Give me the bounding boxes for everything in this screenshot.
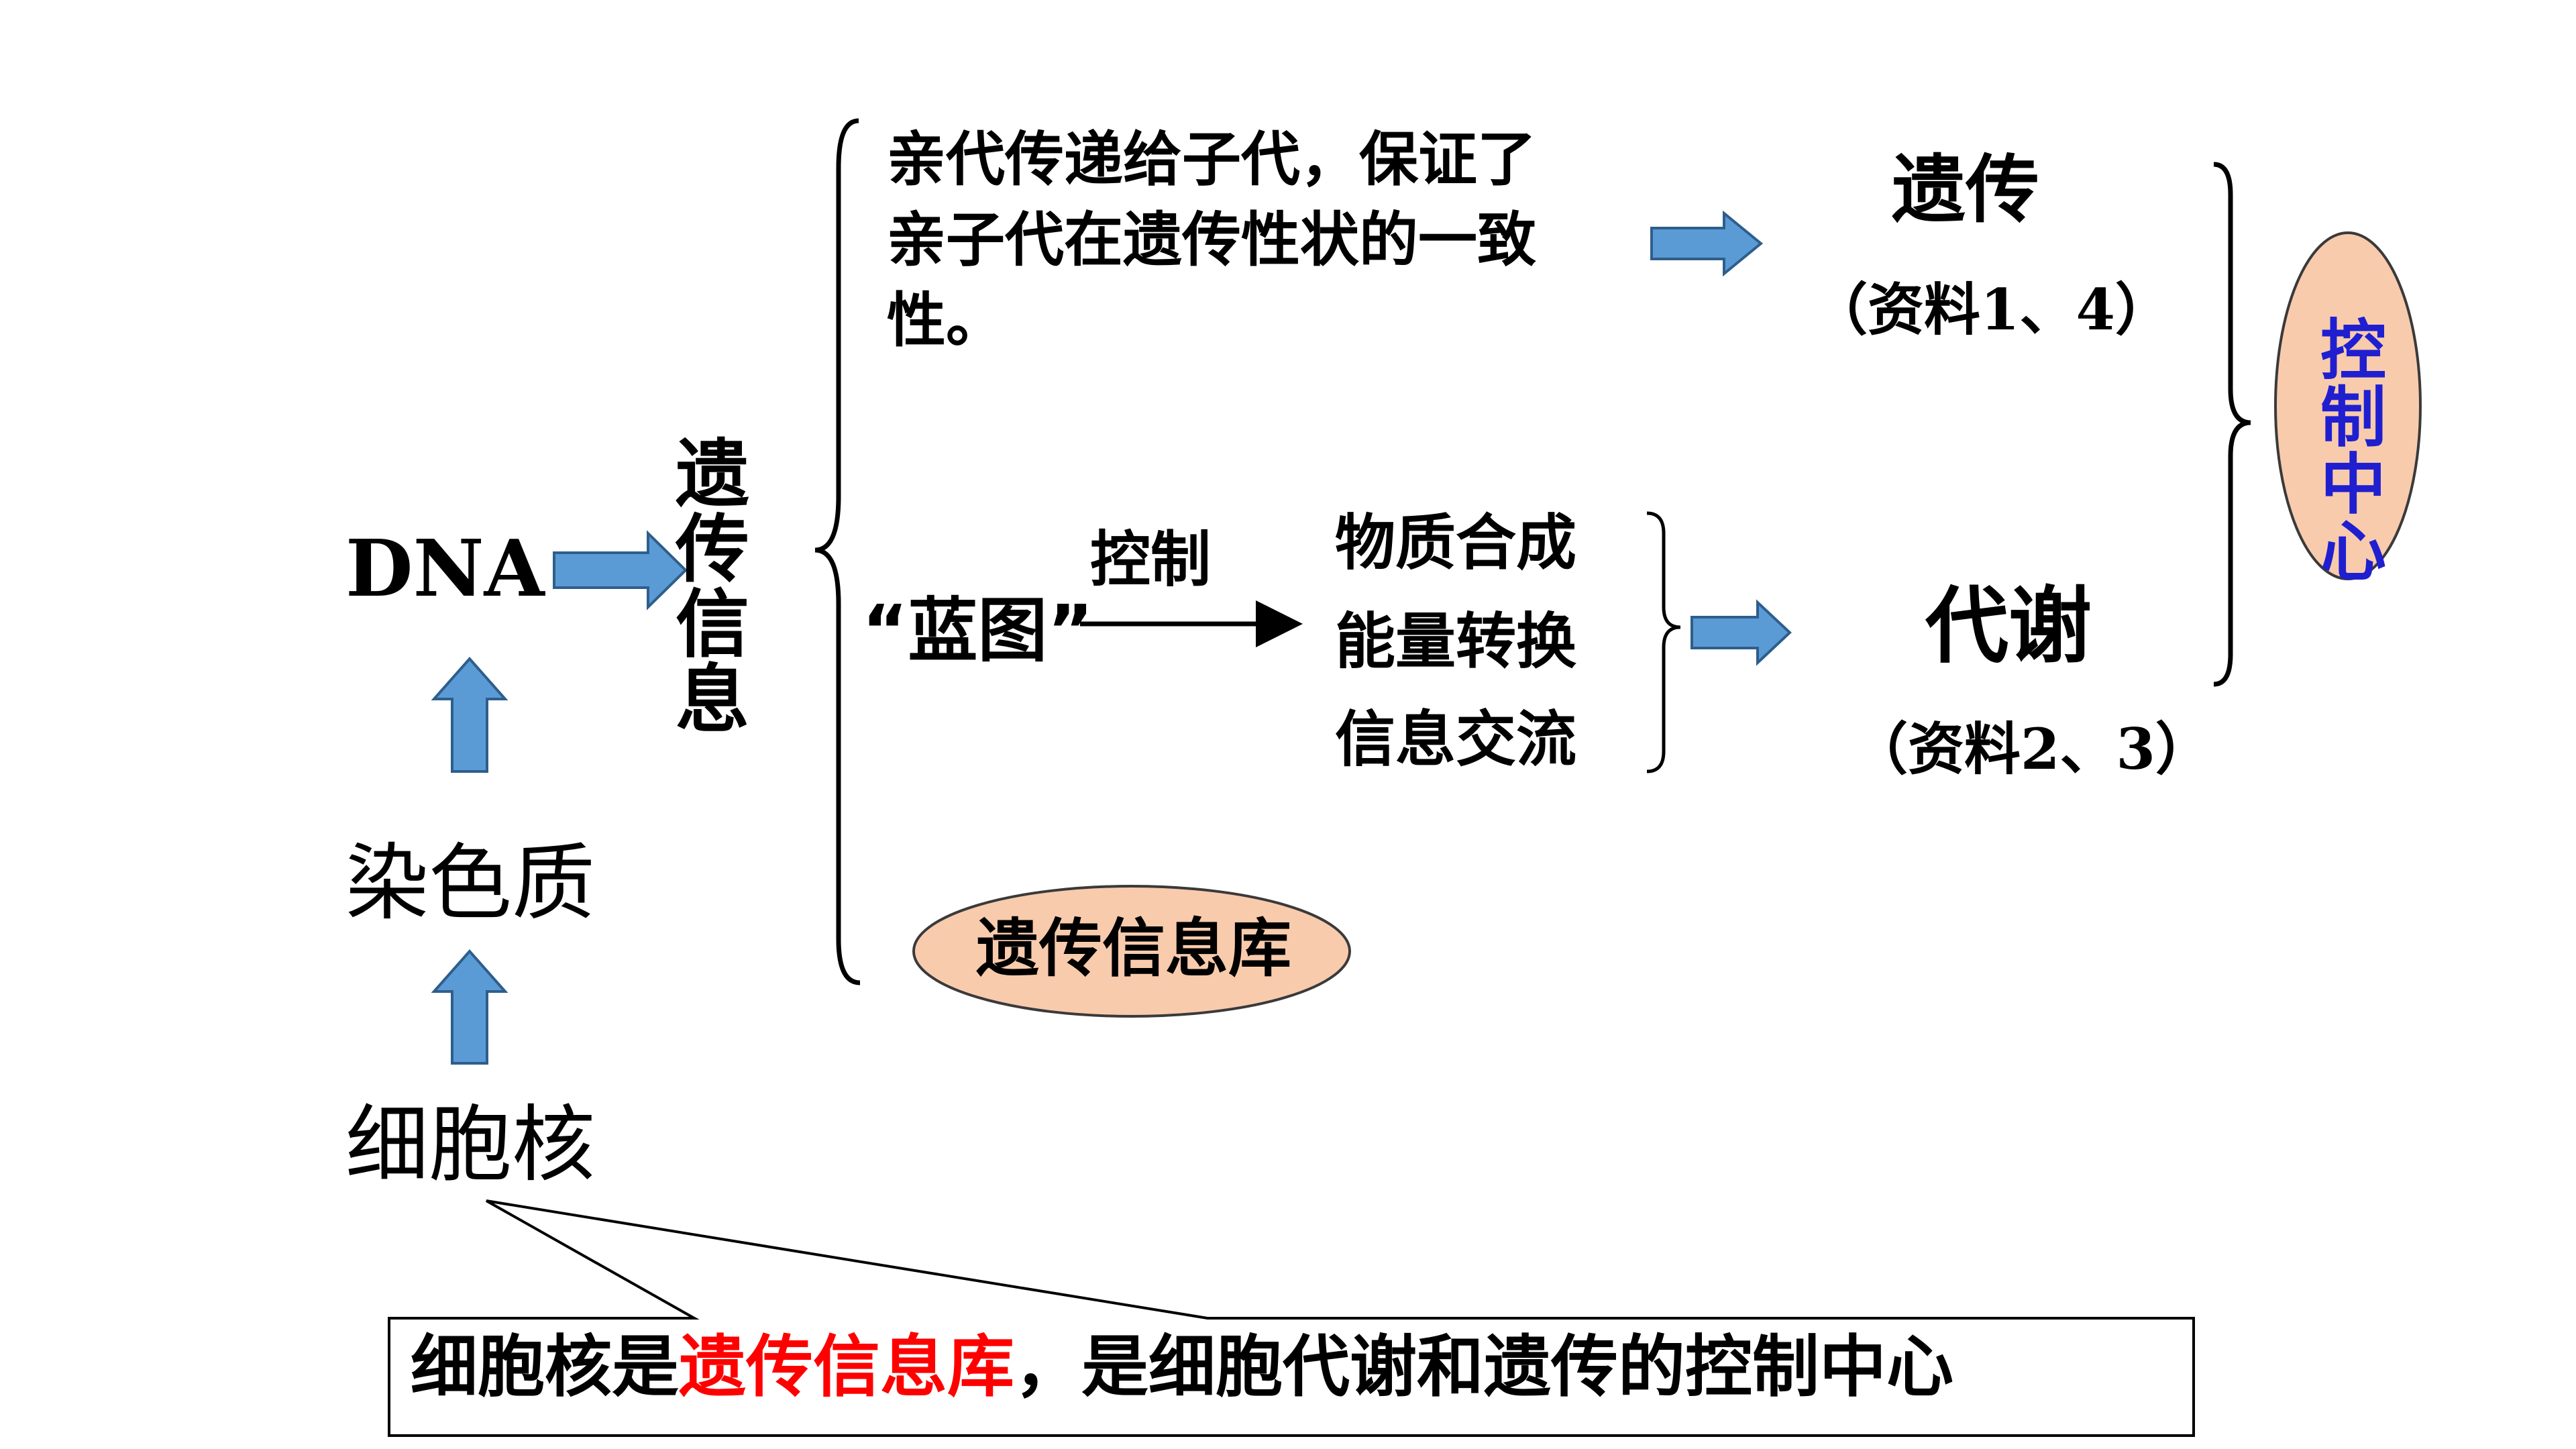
- library-oval-label: 遗传信息库: [976, 912, 1292, 985]
- metabolism-label: 代谢: [1925, 578, 2092, 675]
- item-material-synthesis: 物质合成: [1335, 508, 1576, 578]
- chromatin-label: 染色质: [345, 835, 596, 932]
- top-to-heredity-arrow: [1650, 210, 1764, 277]
- metabolism-source: （资料2、3）: [1851, 716, 2212, 782]
- nucleus-label: 细胞核: [345, 1097, 596, 1193]
- main-brace: [814, 118, 861, 985]
- nucleus-to-chromatin-arrow: [431, 949, 508, 1065]
- item-info-exchange: 信息交流: [1335, 704, 1576, 775]
- blueprint-label: “蓝图”: [862, 590, 1093, 672]
- callout-box: [388, 1199, 2195, 1437]
- top-branch-text: 亲代传递给子代，保证了亲子代在遗传性状的一致性。: [887, 125, 1537, 355]
- item-energy-conversion: 能量转换: [1335, 606, 1576, 677]
- callout-highlight: 遗传信息库: [679, 1328, 1014, 1406]
- library-oval: [912, 885, 1351, 1018]
- control-center-label: 控制中心: [2309, 315, 2385, 584]
- chromatin-to-dna-arrow: [431, 656, 508, 773]
- items-brace: [1646, 511, 1681, 773]
- right-brace: [2213, 162, 2251, 687]
- dna-to-info-arrow: [553, 530, 688, 610]
- heredity-source: （资料1、4）: [1811, 276, 2171, 343]
- items-to-metabolism-arrow: [1690, 599, 1792, 666]
- callout-suffix: ，是细胞代谢和遗传的控制中心: [1014, 1328, 1953, 1406]
- control-label: 控制: [1090, 525, 1211, 595]
- callout-prefix: 细胞核是: [411, 1328, 679, 1406]
- control-center-oval: [2274, 231, 2422, 580]
- callout-text: 细胞核是遗传信息库，是细胞代谢和遗传的控制中心: [411, 1334, 1953, 1401]
- heredity-label: 遗传: [1892, 147, 2039, 233]
- dna-label: DNA: [345, 523, 545, 614]
- genetic-info-vertical-label: 遗传信息: [663, 435, 749, 735]
